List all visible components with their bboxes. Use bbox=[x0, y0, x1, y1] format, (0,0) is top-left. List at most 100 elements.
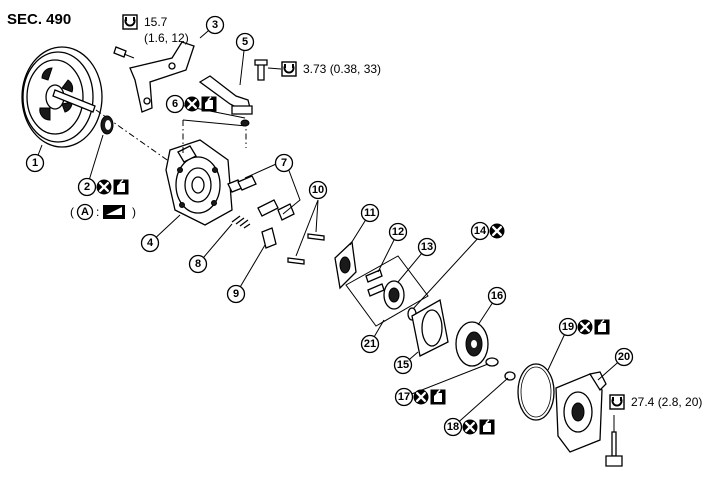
callout-2: 2 bbox=[77, 134, 130, 197]
callout-number: 12 bbox=[392, 226, 404, 238]
part-oil-seal bbox=[100, 115, 114, 135]
lubrication-note: ( A : ) bbox=[70, 203, 136, 221]
do-not-reuse-icon bbox=[488, 222, 506, 240]
do-not-reuse-icon bbox=[95, 178, 113, 196]
callout-15: 15 bbox=[393, 351, 419, 375]
callout-number: 17 bbox=[398, 391, 410, 403]
callout-number: 21 bbox=[364, 338, 376, 350]
callout-circle bbox=[25, 153, 45, 173]
callout-5: 5 bbox=[235, 32, 255, 86]
callout-circle bbox=[77, 177, 97, 197]
callout-4: 4 bbox=[140, 214, 181, 253]
torque-wrench-icon bbox=[122, 14, 138, 30]
part-small-o-ring bbox=[407, 235, 481, 321]
callout-circle bbox=[188, 254, 208, 274]
part-bracket bbox=[113, 41, 195, 113]
callout-circle bbox=[614, 347, 634, 367]
callout-3: 3 bbox=[199, 15, 225, 39]
callout-circle bbox=[393, 355, 413, 375]
callout-number: 1 bbox=[32, 157, 38, 169]
do-not-reuse-icon bbox=[576, 318, 594, 336]
callout-8: 8 bbox=[188, 223, 233, 274]
callout-circle bbox=[140, 233, 160, 253]
part-rotor-kit bbox=[345, 255, 429, 327]
callout-circle bbox=[226, 284, 246, 304]
callout-number: 16 bbox=[491, 290, 503, 302]
note-open-paren: ( bbox=[70, 205, 74, 219]
lubricate-icon bbox=[112, 178, 130, 196]
callout-20: 20 bbox=[597, 347, 634, 381]
part-suction-pipe bbox=[198, 59, 268, 127]
note-letter-circle bbox=[76, 203, 94, 221]
callout-circle bbox=[487, 286, 507, 306]
callout-1: 1 bbox=[25, 144, 45, 173]
callout-leader-line bbox=[235, 244, 266, 295]
part-rear-cover bbox=[555, 371, 623, 467]
callout-10: 10 bbox=[308, 180, 328, 200]
note-letter: A bbox=[81, 206, 89, 218]
callout-circle bbox=[558, 317, 578, 337]
callout-13: 13 bbox=[397, 237, 437, 283]
callout-16: 16 bbox=[477, 286, 507, 326]
torque-spec-bracket-bolt: 15.7 (1.6, 12) bbox=[122, 14, 189, 45]
torque-wrench-icon bbox=[609, 394, 625, 410]
callout-number: 19 bbox=[562, 321, 574, 333]
torque-value: 3.73 (0.38, 33) bbox=[303, 62, 381, 76]
part-side-plate bbox=[334, 240, 357, 290]
torque-spec-pipe-bolt: 3.73 (0.38, 33) bbox=[267, 61, 381, 77]
torque-spec-cover-bolt: 27.4 (2.8, 20) bbox=[609, 394, 702, 410]
part-pump-body bbox=[165, 119, 247, 226]
callout-circle bbox=[274, 153, 294, 173]
torque-value: 27.4 (2.8, 20) bbox=[631, 395, 702, 409]
callout-number: 15 bbox=[397, 359, 409, 371]
lubricate-icon bbox=[200, 95, 218, 113]
callout-21: 21 bbox=[360, 319, 385, 354]
callout-circle bbox=[360, 203, 380, 223]
callout-11: 11 bbox=[349, 203, 380, 246]
callout-circle bbox=[470, 221, 490, 241]
callout-12: 12 bbox=[377, 222, 408, 273]
do-not-reuse-icon bbox=[461, 418, 479, 436]
callout-number: 20 bbox=[618, 351, 630, 363]
callout-circle bbox=[443, 417, 463, 437]
callout-number: 7 bbox=[281, 157, 287, 169]
callout-number: 13 bbox=[421, 241, 433, 253]
part-rear-plate bbox=[455, 321, 489, 367]
part-large-o-ring bbox=[517, 363, 555, 421]
part-pins bbox=[287, 199, 325, 265]
torque-value: 15.7 bbox=[144, 15, 168, 29]
part-cam-ring bbox=[411, 298, 449, 357]
callout-circle bbox=[308, 180, 328, 200]
callout-number: 6 bbox=[172, 98, 178, 110]
callout-number: 4 bbox=[147, 237, 154, 249]
callout-number: 14 bbox=[474, 225, 487, 237]
callout-14: 14 bbox=[470, 221, 506, 241]
part-small-seals bbox=[485, 357, 516, 381]
lubricate-icon bbox=[478, 418, 496, 436]
callout-circle bbox=[165, 94, 185, 114]
callout-circle bbox=[360, 334, 380, 354]
do-not-reuse-icon bbox=[412, 388, 430, 406]
note-close-paren: ) bbox=[132, 205, 136, 219]
lubricate-icon bbox=[429, 388, 447, 406]
note-separator: : bbox=[96, 205, 99, 219]
section-label: SEC. 490 bbox=[7, 11, 71, 28]
callout-leader-line bbox=[452, 377, 509, 428]
callout-19: 19 bbox=[547, 317, 611, 371]
callout-circle bbox=[205, 15, 225, 35]
callout-circle bbox=[417, 237, 437, 257]
do-not-reuse-icon bbox=[183, 95, 201, 113]
callout-6: 6 bbox=[165, 94, 246, 119]
callout-number: 9 bbox=[233, 288, 239, 300]
torque-wrench-icon bbox=[281, 61, 297, 77]
callout-7: 7 bbox=[274, 153, 294, 173]
callout-circle bbox=[388, 222, 408, 242]
lubricate-icon bbox=[593, 318, 611, 336]
part-pulley bbox=[21, 46, 171, 163]
callout-number: 18 bbox=[447, 421, 459, 433]
callout-number: 5 bbox=[242, 36, 248, 48]
grease-icon bbox=[103, 205, 125, 219]
